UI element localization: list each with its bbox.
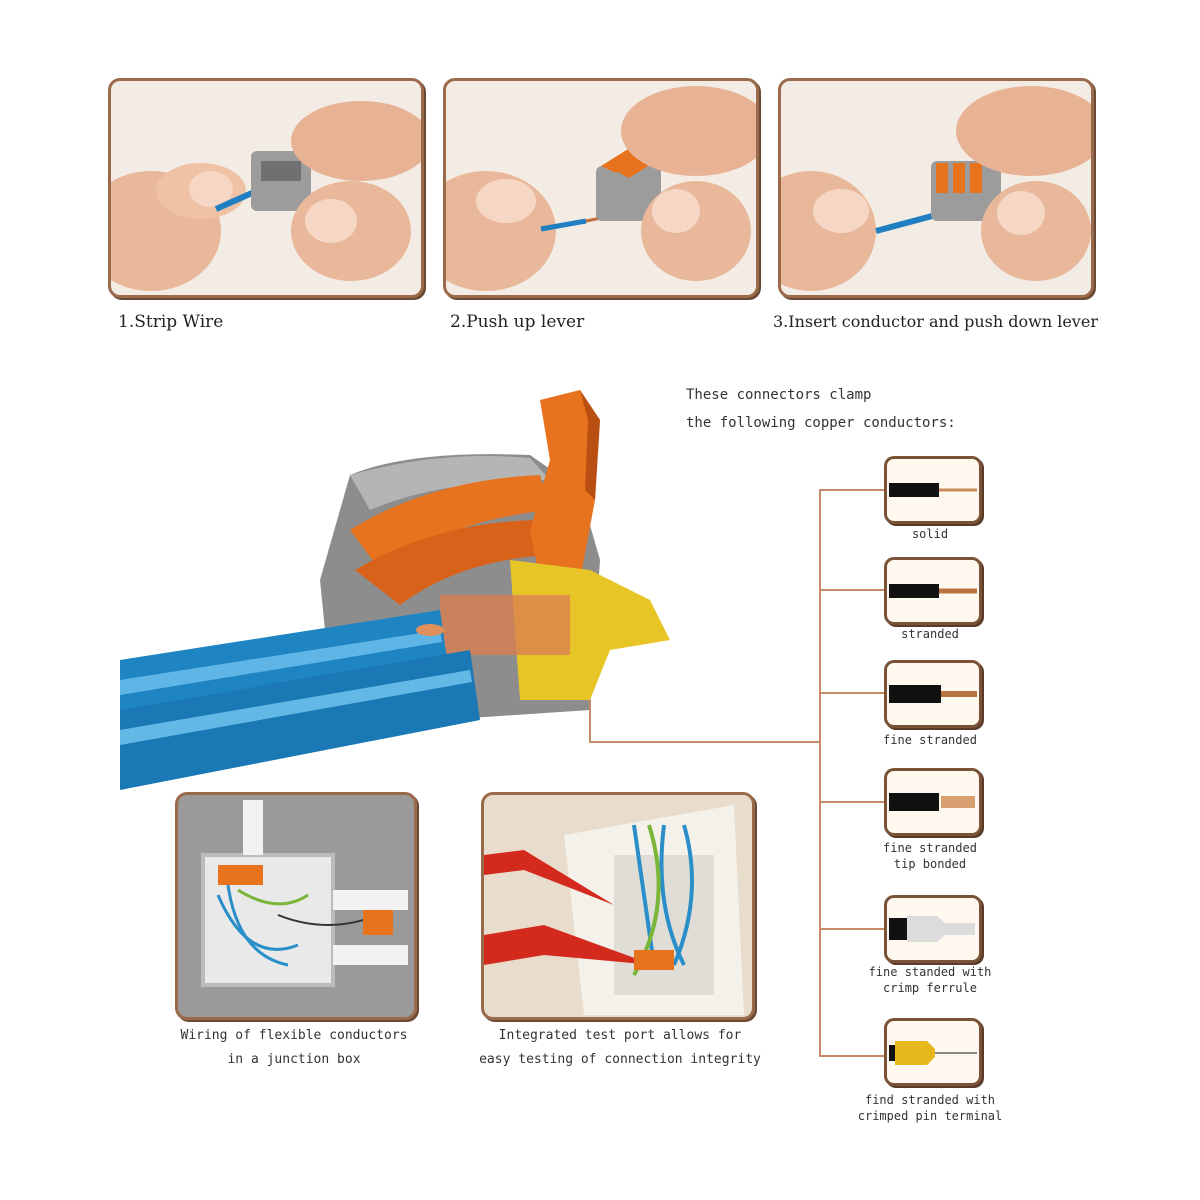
connector-line [589, 741, 821, 743]
conductor-solid-image [884, 456, 982, 524]
conductor-stranded-image [884, 557, 982, 625]
connector-cutaway-illustration [120, 390, 670, 790]
label-line: fine stranded [883, 841, 977, 855]
caption-line: easy testing of connection integrity [479, 1052, 761, 1067]
conductor-fine-stranded-image [884, 660, 982, 728]
conductors-heading-line-2: the following copper conductors: [686, 415, 956, 431]
conductor-crimp-ferrule-image [884, 895, 982, 963]
conductor-pin-terminal-label: find stranded with crimped pin terminal [840, 1092, 1020, 1124]
label-line: find stranded with [864, 1093, 996, 1107]
conductors-heading-line-1: These connectors clamp [686, 387, 872, 403]
conductor-stranded-label: stranded [840, 626, 1020, 642]
step-2-caption: 2.Push up lever [450, 312, 585, 332]
label-line: stranded [901, 627, 959, 641]
branch-line [819, 489, 885, 491]
conductor-tip-bonded-image [884, 768, 982, 836]
conductor-fine-stranded-label: fine stranded [840, 732, 1020, 748]
test-port-photo [481, 792, 755, 1020]
label-line: fine stranded [883, 733, 977, 747]
connector-trunk-line [819, 489, 821, 1057]
conductor-crimp-ferrule-label: fine standed with crimp ferrule [840, 964, 1020, 996]
branch-line [819, 928, 885, 930]
step-1-photo [108, 78, 424, 298]
label-line: crimp ferrule [883, 981, 977, 995]
label-line: fine standed with [868, 965, 992, 979]
conductor-pin-terminal-image [884, 1018, 982, 1086]
conductor-tip-bonded-label: fine stranded tip bonded [840, 840, 1020, 872]
branch-line [819, 589, 885, 591]
label-line: tip bonded [893, 857, 967, 871]
caption-line: Wiring of flexible conductors [180, 1028, 408, 1043]
branch-line [819, 801, 885, 803]
connector-line [589, 700, 591, 743]
label-line: crimped pin terminal [857, 1109, 1003, 1123]
test-port-caption: Integrated test port allows for easy tes… [440, 1024, 800, 1072]
caption-line: in a junction box [227, 1052, 361, 1067]
step-3-caption: 3.Insert conductor and push down lever [773, 312, 1098, 331]
branch-line [819, 1055, 885, 1057]
step-2-photo [443, 78, 759, 298]
label-line: solid [911, 527, 949, 541]
junction-box-caption: Wiring of flexible conductors in a junct… [144, 1024, 444, 1072]
conductor-solid-label: solid [840, 526, 1020, 542]
step-1-caption: 1.Strip Wire [118, 312, 224, 332]
step-3-photo [778, 78, 1094, 298]
caption-line: Integrated test port allows for [498, 1028, 742, 1043]
conductors-heading: These connectors clamp the following cop… [686, 381, 956, 437]
junction-box-photo [175, 792, 417, 1020]
branch-line [819, 692, 885, 694]
